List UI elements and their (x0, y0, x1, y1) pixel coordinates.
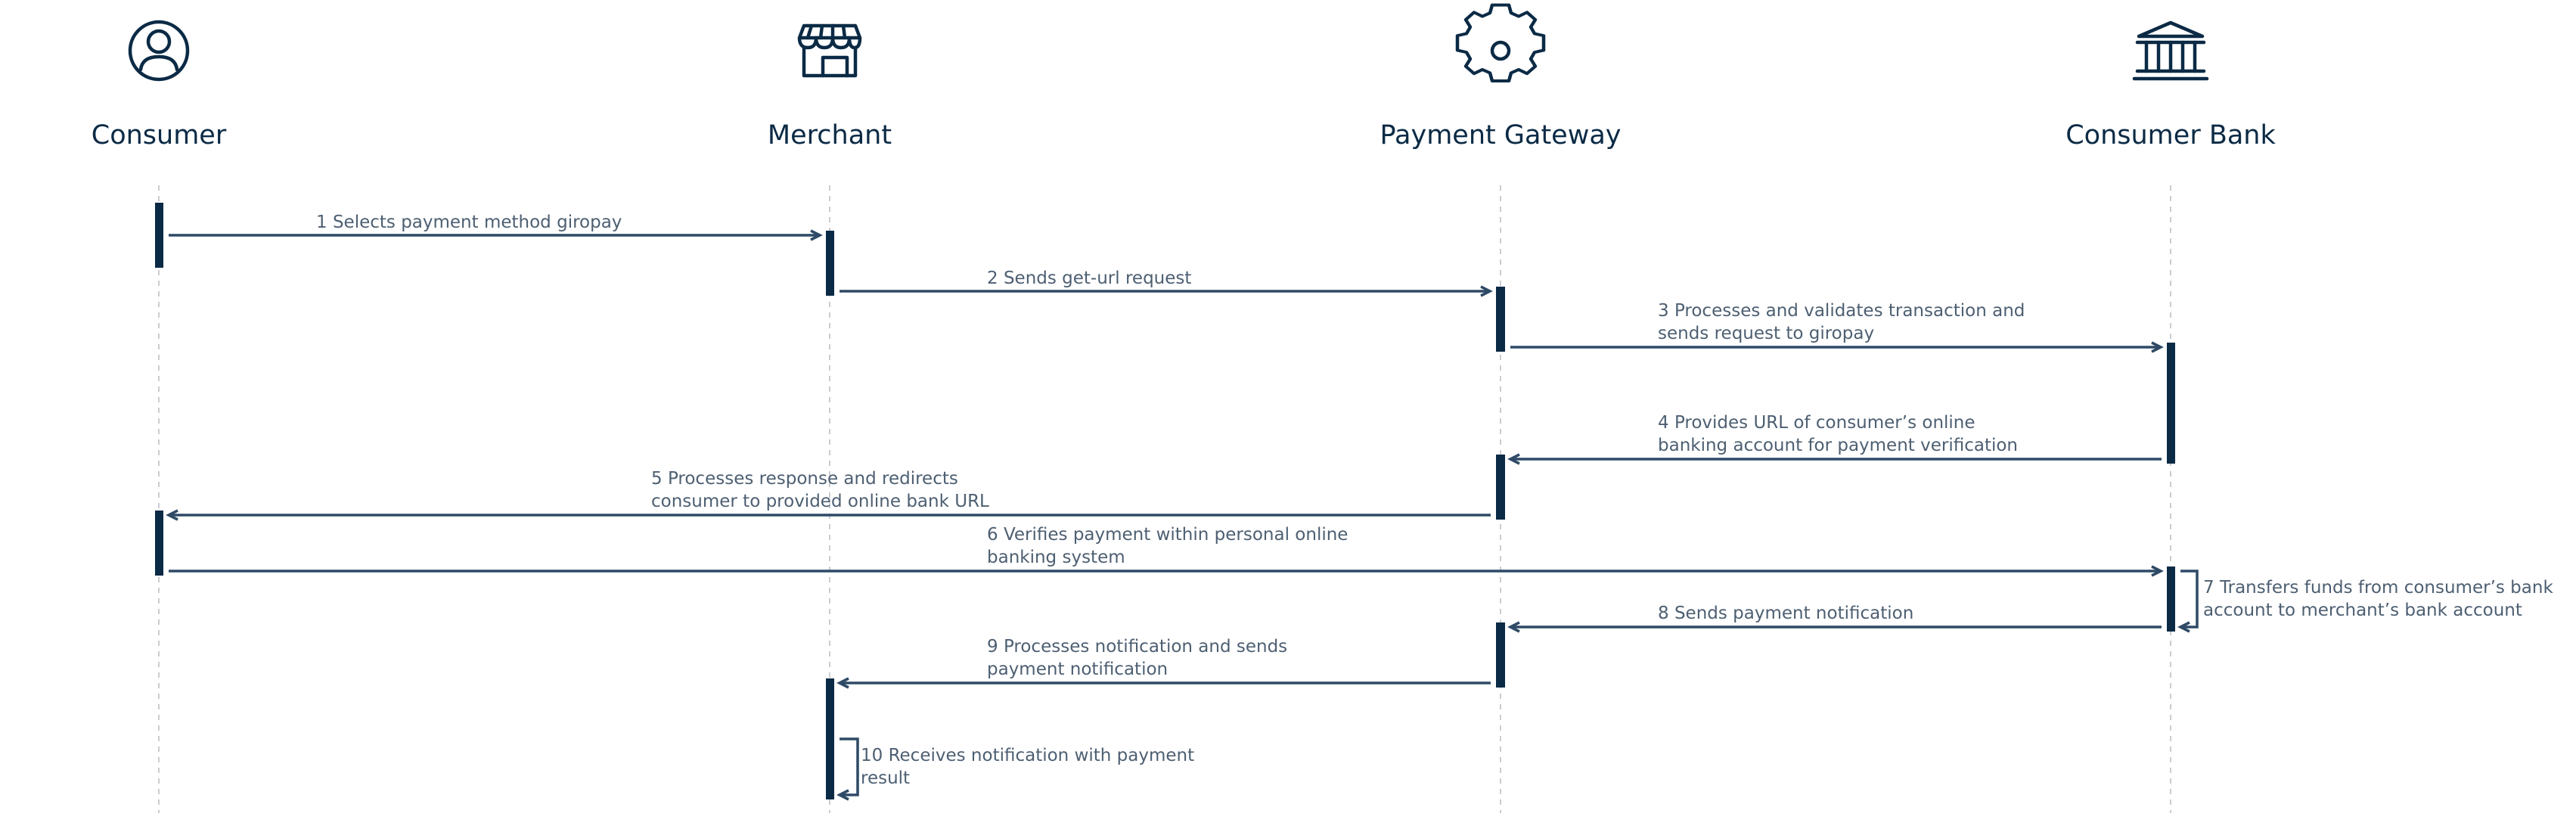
message-label: banking account for payment verification (1658, 436, 2018, 455)
actor-label-merchant: Merchant (768, 120, 892, 151)
message-label: consumer to provided online bank URL (651, 492, 989, 511)
message-label: 5 Processes response and redirects (651, 469, 958, 489)
message-label: 6 Verifies payment within personal onlin… (987, 525, 1348, 545)
message-label: banking system (987, 548, 1125, 567)
message-label: account to merchant’s bank account (2203, 601, 2522, 620)
activation-bar (155, 203, 163, 268)
message-3: 3 Processes and validates transaction an… (1510, 301, 2164, 353)
activation-bar (826, 678, 834, 799)
message-label: 1 Selects payment method giropay (316, 213, 622, 232)
actor-label-bank: Consumer Bank (2065, 120, 2276, 151)
message-label: 7 Transfers funds from consumer’s bank (2203, 578, 2553, 598)
message-10: 10 Receives notification with payment re… (836, 737, 1194, 801)
user-circle-icon (128, 20, 190, 82)
gear-icon (1455, 3, 1546, 82)
arrowhead-left (836, 789, 849, 801)
message-label: 4 Provides URL of consumer’s online (1658, 413, 1975, 433)
arrowhead-left (1507, 453, 1520, 465)
activation-bar (1496, 455, 1505, 520)
message-9: 9 Processes notification and sends payme… (836, 637, 1491, 689)
message-8: 8 Sends payment notification (1507, 604, 2162, 633)
actor-label-consumer: Consumer (92, 120, 227, 151)
message-self-loop (2180, 570, 2199, 629)
activation-bar (155, 511, 163, 576)
message-label: result (861, 768, 910, 788)
message-label: payment notification (987, 660, 1168, 679)
activation-bar (2167, 343, 2175, 464)
arrowhead-left (1507, 621, 1520, 633)
storefront-icon (797, 23, 862, 78)
bank-building-icon (2132, 20, 2209, 81)
arrowhead-left (166, 509, 178, 521)
message-label: 3 Processes and validates transaction an… (1658, 301, 2025, 321)
message-label: 8 Sends payment notification (1658, 604, 1913, 623)
arrowhead-left (836, 677, 849, 689)
message-2: 2 Sends get-url request (840, 269, 1493, 297)
activation-bar (1496, 622, 1505, 688)
activation-bars (155, 203, 2175, 799)
arrowhead-right (2151, 565, 2164, 577)
message-1: 1 Selects payment method giropay (169, 213, 823, 241)
message-7: 7 Transfers funds from consumer’s bank a… (2177, 570, 2553, 633)
message-4: 4 Provides URL of consumer’s online bank… (1507, 413, 2162, 465)
arrowhead-right (1480, 285, 1493, 297)
arrowhead-right (810, 229, 823, 241)
activation-bar (2167, 566, 2175, 632)
message-6: 6 Verifies payment within personal onlin… (169, 525, 2164, 577)
actor-label-gateway: Payment Gateway (1380, 120, 1622, 151)
message-5: 5 Processes response and redirects consu… (166, 469, 1491, 521)
arrowhead-right (2151, 341, 2164, 353)
message-label: 10 Receives notification with payment (861, 746, 1194, 765)
activation-bar (826, 231, 834, 296)
message-self-loop (840, 737, 859, 796)
message-label: sends request to giropay (1658, 324, 1874, 343)
arrowhead-left (2177, 621, 2190, 633)
message-label: 9 Processes notification and sends (987, 637, 1287, 657)
actor-labels: Consumer Merchant Payment Gateway Consum… (92, 120, 2277, 151)
activation-bar (1496, 287, 1505, 352)
message-label: 2 Sends get-url request (987, 269, 1191, 288)
